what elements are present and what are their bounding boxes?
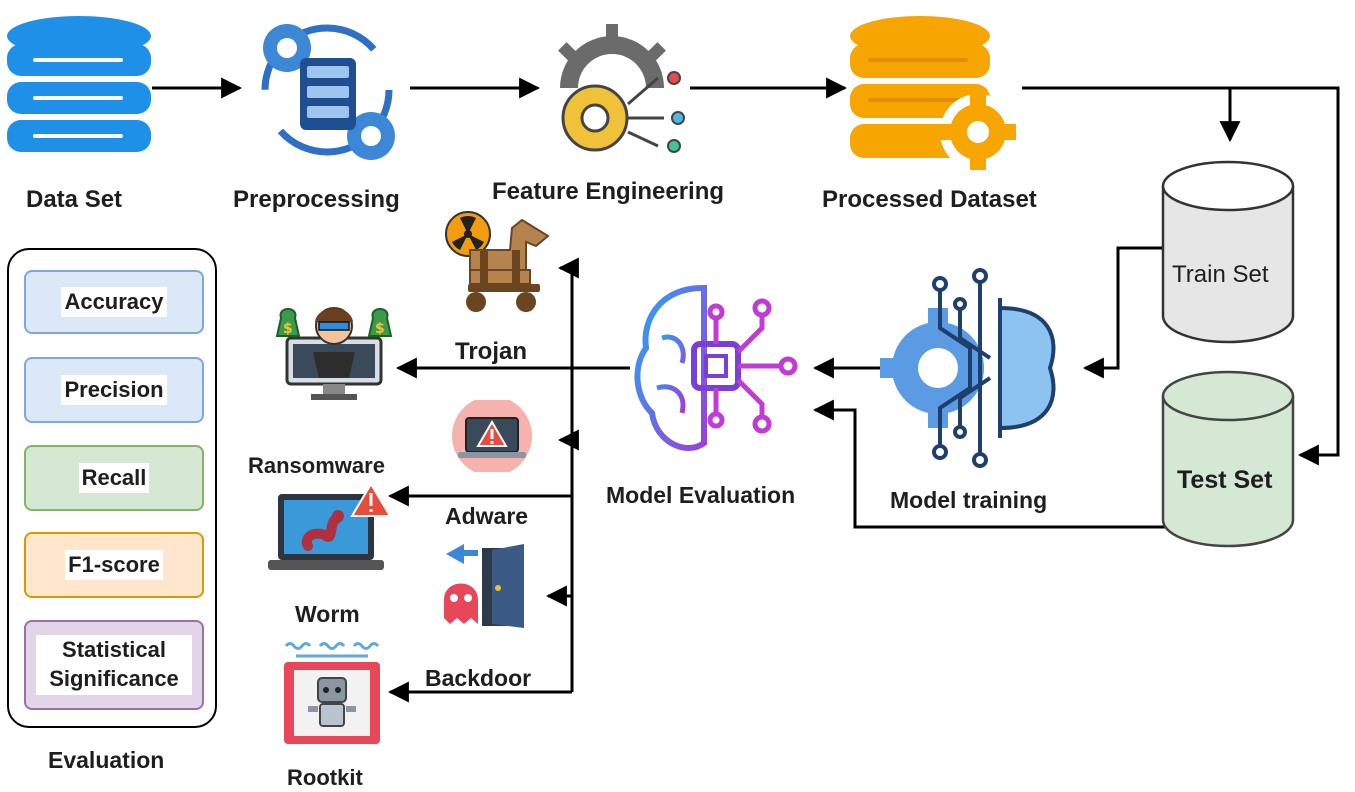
train-set-cylinder [1161,160,1295,344]
metric-label: Accuracy [61,286,167,318]
metric-accuracy: Accuracy [24,270,204,334]
arrow-processed-test [1230,86,1340,466]
metric-f1-score: F1-score [24,532,204,598]
metric-label: F1-score [65,549,163,581]
processed-dataset-label: Processed Dataset [822,186,1037,213]
dataset-label: Data Set [26,186,123,213]
adware-label: Adware [445,503,529,529]
rootkit-label: Rootkit [287,765,363,790]
feature-gears-icon [558,24,685,153]
preprocessing-cycle-icon [261,24,395,160]
ransomware-hacker-icon: $ $ [275,307,393,400]
model-evaluation-brain-icon [634,285,798,451]
worm-label: Worm [295,601,360,627]
backdoor-ghost-icon [444,544,524,628]
arrow-train-training [1082,246,1162,379]
worm-laptop-icon [268,482,392,570]
ransomware-label: Ransomware [248,453,385,478]
arrow-processed-train [1022,86,1241,143]
test-set-cylinder [1161,370,1295,548]
metric-label: Precision [61,374,167,406]
database-icon [7,16,151,152]
adware-warning-icon [452,400,532,472]
arrow-test-evaluation [812,399,1170,529]
model-training-icon [880,268,1056,468]
backdoor-label: Backdoor [425,665,532,691]
svg-text:$: $ [283,321,293,337]
metric-label: Recall [78,462,150,494]
preprocessing-label: Preprocessing [233,186,400,213]
evaluation-panel [7,248,217,728]
model-evaluation-label: Model Evaluation [606,482,796,508]
metric-precision: Precision [24,357,204,423]
evaluation-title: Evaluation [48,747,165,773]
model-training-label: Model training [890,487,1048,513]
test-set-label: Test Set [1177,466,1273,494]
trojan-label: Trojan [455,338,528,365]
feature-engineering-label: Feature Engineering [492,178,725,205]
metric-label: Statistical Significance [36,635,192,695]
processed-database-icon [850,16,1016,170]
metric-statistical-significance: Statistical Significance [24,620,204,710]
trojan-horse-icon [445,211,550,312]
rootkit-robot-icon [284,642,380,744]
train-set-label: Train Set [1172,261,1269,288]
svg-text:$: $ [375,321,385,337]
metric-recall: Recall [24,445,204,511]
